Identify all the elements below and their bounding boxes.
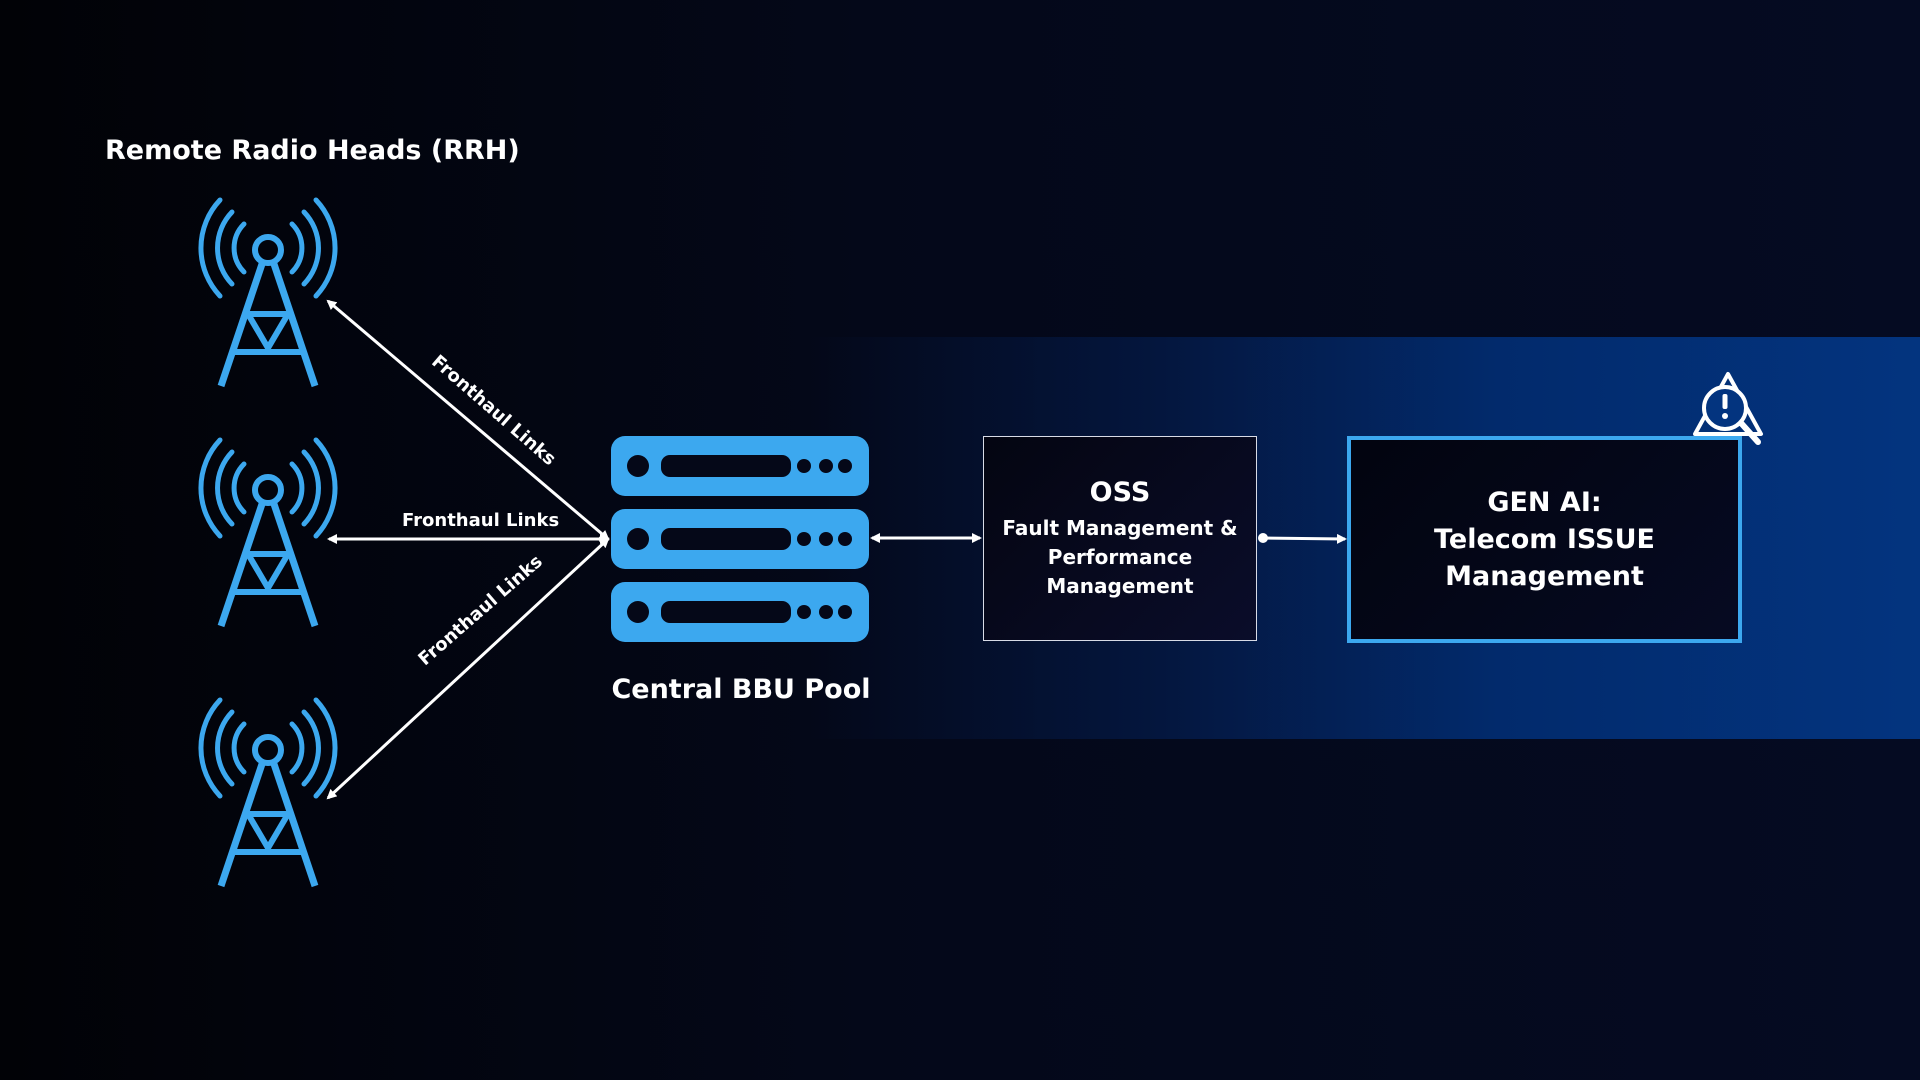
- server-rack-icon: [611, 436, 869, 642]
- fronthaul-link-bottom: [326, 537, 610, 800]
- rrh-tower-top: [201, 200, 335, 386]
- oss-genai-link: [1262, 533, 1347, 544]
- oss-box: OSS Fault Management & Performance Manag…: [983, 436, 1257, 641]
- oss-title: OSS: [1089, 476, 1151, 508]
- rrh-title: Remote Radio Heads (RRH): [105, 135, 520, 166]
- oss-line-2: Performance: [1047, 544, 1193, 569]
- oss-line-3: Management: [1046, 573, 1194, 598]
- genai-box: GEN AI: Telecom ISSUE Management: [1347, 436, 1742, 643]
- fronthaul-label-middle: Fronthaul Links: [402, 510, 560, 531]
- bbu-pool-title: Central BBU Pool: [611, 674, 871, 705]
- fronthaul-link-top: [326, 299, 610, 541]
- genai-line-2: Telecom ISSUE: [1434, 524, 1655, 555]
- rrh-tower-bottom: [201, 700, 335, 886]
- warning-search-icon: [1693, 372, 1763, 445]
- genai-line-3: Management: [1445, 561, 1644, 592]
- rrh-tower-middle: [201, 440, 335, 626]
- oss-line-1: Fault Management &: [1002, 515, 1238, 540]
- genai-line-1: GEN AI:: [1487, 487, 1602, 518]
